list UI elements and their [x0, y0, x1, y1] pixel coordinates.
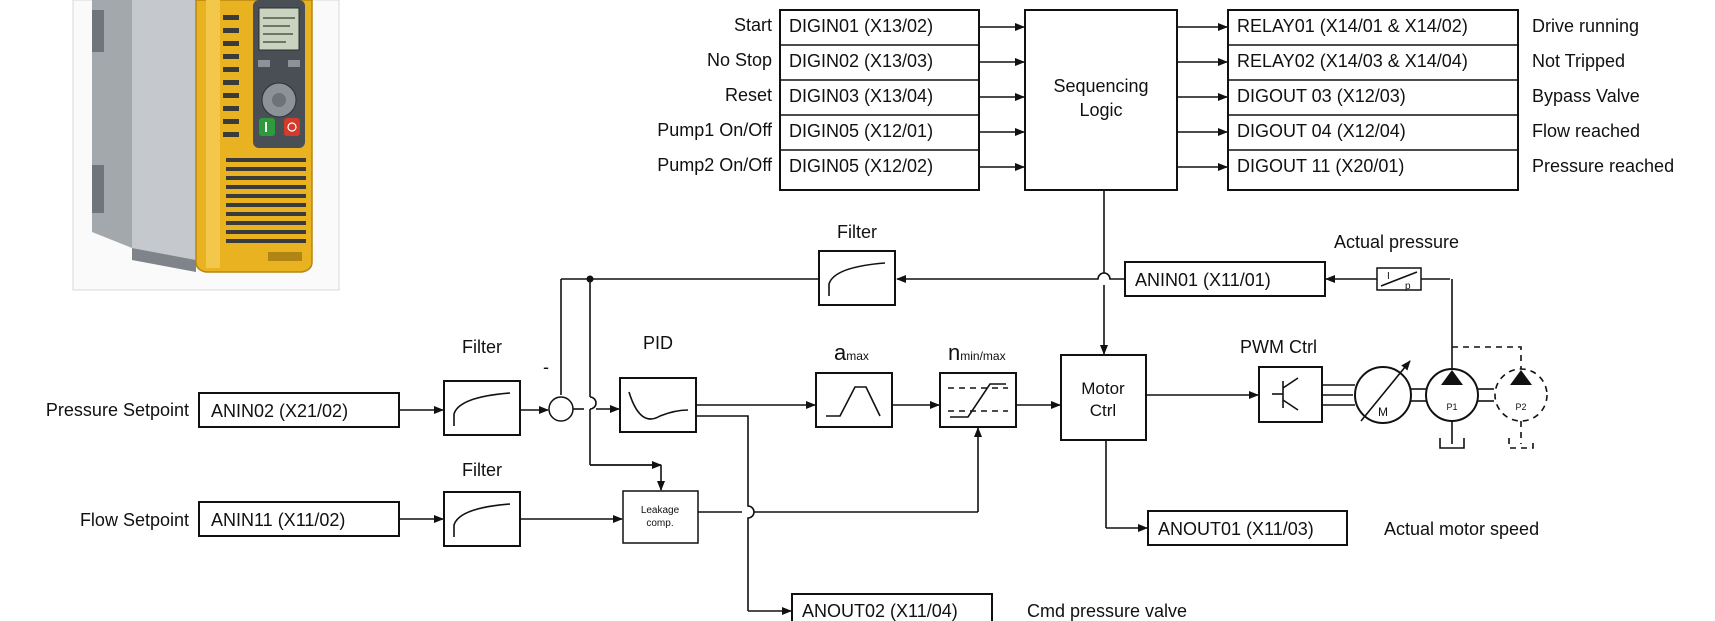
digout11-terminal: DIGOUT 11 (X20/01) [1237, 156, 1404, 176]
input-label-start: Start [734, 15, 772, 35]
digin-terminal-block [779, 9, 980, 191]
anout02-terminal-box [791, 593, 993, 621]
vent-slots-bottom [226, 158, 306, 243]
actual-pressure-label: Actual pressure [1334, 232, 1459, 252]
input-label-pump2: Pump2 On/Off [657, 155, 773, 175]
anin11-terminal: ANIN11 (X11/02) [211, 510, 345, 530]
flow-filter-block [443, 491, 521, 547]
summing-minus-sign: - [543, 357, 549, 377]
anin02-terminal: ANIN02 (X21/02) [211, 401, 348, 421]
motor-label: M [1378, 405, 1388, 419]
leakage-comp-label-1: Leakage [641, 505, 680, 516]
pwm-ctrl-label: PWM Ctrl [1240, 337, 1317, 357]
anin11-terminal-box [198, 501, 400, 537]
setpoint-filter-label: Filter [462, 337, 502, 357]
input-label-pump1: Pump1 On/Off [657, 120, 773, 140]
stop-key [284, 118, 300, 136]
output-label-flow-reached: Flow reached [1532, 121, 1640, 141]
pid-block [619, 377, 697, 433]
drive-photo [72, 0, 340, 291]
feedback-filter-label: Filter [837, 222, 877, 242]
setpoint-filter-block [443, 380, 521, 436]
digout04-terminal: DIGOUT 04 (X12/04) [1237, 121, 1406, 141]
relay01-terminal: RELAY01 (X14/01 & X14/02) [1237, 16, 1468, 36]
motor-ctrl-label-1: Motor [1081, 379, 1125, 398]
svg-text:p: p [1405, 281, 1411, 292]
pwm-ctrl-block [1258, 366, 1323, 423]
summing-junction [548, 396, 574, 422]
digin05-x12-01-terminal: DIGIN05 (X12/01) [789, 121, 933, 141]
anout01-terminal: ANOUT01 (X11/03) [1158, 519, 1314, 539]
output-label-not-tripped: Not Tripped [1532, 51, 1625, 71]
anin01-terminal: ANIN01 (X11/01) [1135, 270, 1271, 290]
anout02-terminal: ANOUT02 (X11/04) [802, 601, 958, 621]
relay02-terminal: RELAY02 (X14/03 & X14/04) [1237, 51, 1468, 71]
anout01-label: Actual motor speed [1384, 519, 1539, 539]
digin02-terminal: DIGIN02 (X13/03) [789, 51, 933, 71]
ramp-label: amax [834, 340, 869, 365]
ramp-block [815, 372, 893, 428]
sequencing-logic-label-1: Sequencing [1053, 76, 1148, 96]
leakage-comp-label-2: comp. [646, 518, 673, 529]
digin05-x12-02-terminal: DIGIN05 (X12/02) [789, 156, 933, 176]
anout01-terminal-box [1147, 510, 1348, 546]
digout03-terminal: DIGOUT 03 (X12/03) [1237, 86, 1406, 106]
output-label-pressure-reached: Pressure reached [1532, 156, 1674, 176]
speed-limit-label: nmin/max [948, 340, 1006, 365]
flow-filter-label: Filter [462, 460, 502, 480]
output-label-drive-running: Drive running [1532, 16, 1639, 36]
svg-text:I: I [1387, 271, 1390, 282]
motor-ctrl-block [1060, 354, 1147, 441]
flow-setpoint-label: Flow Setpoint [80, 510, 189, 530]
pressure-setpoint-label: Pressure Setpoint [46, 400, 189, 420]
pump-p1-label: P1 [1446, 402, 1457, 412]
pump-p2-label: P2 [1515, 402, 1526, 412]
output-label-bypass-valve: Bypass Valve [1532, 86, 1640, 106]
speed-limit-block [939, 372, 1017, 428]
anout02-label: Cmd pressure valve [1027, 601, 1187, 621]
digin01-terminal: DIGIN01 (X13/02) [789, 16, 933, 36]
input-label-reset: Reset [725, 85, 772, 105]
leakage-comp-block [622, 490, 699, 544]
sequencing-logic-block [1024, 9, 1178, 191]
input-label-no-stop: No Stop [707, 50, 772, 70]
feedback-filter-block [818, 250, 896, 306]
pid-label: PID [643, 333, 673, 353]
sequencing-logic-label-2: Logic [1079, 100, 1122, 120]
output-terminal-block [1227, 9, 1519, 191]
motor-ctrl-label-2: Ctrl [1090, 401, 1116, 420]
digin03-terminal: DIGIN03 (X13/04) [789, 86, 933, 106]
vent-slots-left [223, 15, 239, 137]
